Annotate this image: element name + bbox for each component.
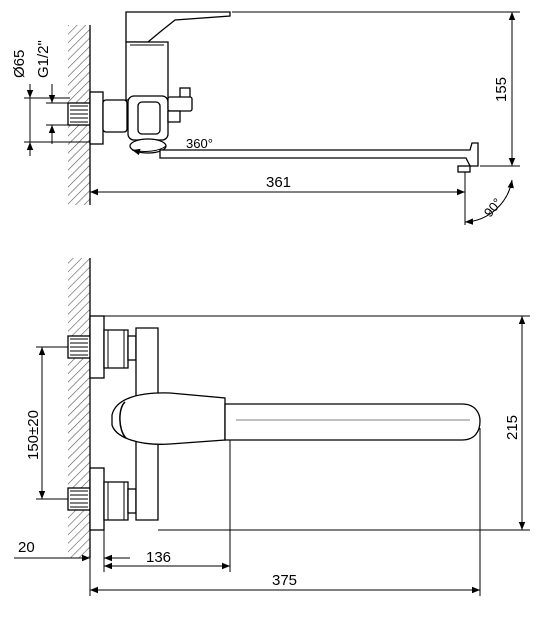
flange-lower xyxy=(89,467,105,531)
total-height-label: 215 xyxy=(504,415,521,440)
spout-front xyxy=(224,403,481,441)
front-view xyxy=(67,258,481,558)
rotation-arrow xyxy=(131,145,167,156)
wall-hatch-front xyxy=(68,258,90,558)
front-view-dimensions xyxy=(14,315,530,596)
total-length-label: 375 xyxy=(272,572,297,589)
top-view-dimensions xyxy=(24,11,520,225)
wall-offset-label: 20 xyxy=(18,539,35,556)
thread-label: G1/2" xyxy=(35,40,52,78)
flange-upper xyxy=(89,315,105,379)
aerator-top xyxy=(457,165,471,173)
height-label: 155 xyxy=(493,77,510,102)
angle-label: 90° xyxy=(481,195,505,220)
nut-upper xyxy=(103,329,129,369)
diameter-label: Ø65 xyxy=(11,50,28,78)
handle-top xyxy=(125,11,231,43)
spout-top xyxy=(159,142,479,167)
cartridge-body-top xyxy=(125,41,169,101)
inlet-spacing-label: 150±20 xyxy=(25,410,42,460)
spout-length-label: 361 xyxy=(266,174,291,191)
nut-lower xyxy=(103,481,129,521)
nut-top xyxy=(102,99,128,133)
rotation-label: 360° xyxy=(186,136,213,151)
handle-reach-label: 136 xyxy=(146,549,171,566)
flange-top xyxy=(89,91,104,145)
lever-handle-front xyxy=(111,392,226,445)
top-view xyxy=(67,11,479,205)
